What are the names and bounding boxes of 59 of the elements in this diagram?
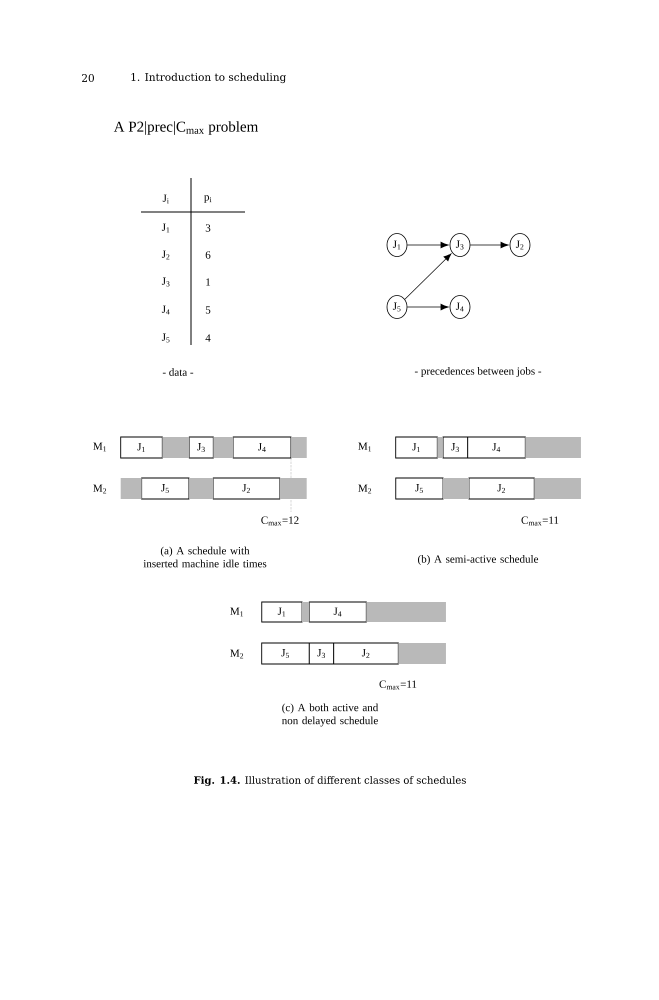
idle-time-block [291,437,307,458]
arrow [407,304,449,310]
table-cell: J$_{2}$ [162,250,170,260]
panel-label: - precedences between jobs - [414,367,542,377]
job-box: J$_{1}$ [261,602,302,622]
idle-time-block [213,437,234,458]
job-box: J$_{5}$ [395,478,444,500]
job-box: J$_{3}$ [188,436,214,458]
figure-caption: Fig. 1.4. Illustration of different classes of schedules [194,776,466,786]
job-box: J$_{4}$ [232,436,292,458]
table-cell: J$_{5}$ [162,334,170,342]
table-header: p$_{i}$ [204,195,212,203]
job-box: J$_{4}$ [308,602,367,622]
table-cell: 3 [206,224,210,232]
machine-label: M$_{1}$ [230,608,244,616]
table-cell: J$_{4}$ [162,306,170,314]
idle-time-block [162,437,190,458]
table-cell: 6 [206,251,210,259]
idle-time-block [534,478,581,499]
job-box: J$_{5}$ [261,642,310,664]
job-box: J$_{2}$ [468,478,535,500]
table-cell: 5 [206,306,210,314]
schedule-caption: (b) A semi-active schedule [418,555,538,565]
idle-time-block [120,478,142,499]
schedule-caption: (a) A schedule with inserted machine idle times [144,546,266,568]
job-box: J$_{1}$ [120,436,163,458]
idle-time-block [443,478,469,499]
job-box: J$_{3}$ [308,642,334,664]
title: A P2|prec|C$_{max}$ problem [114,121,258,135]
machine-label: M$_{1}$ [93,442,106,452]
idle-time-block [437,437,443,458]
machine-label: M$_{2}$ [93,484,106,494]
idle-time-block [280,478,307,499]
table-cell: 1 [206,278,210,286]
makespan-label: C$_{max}$=11 [380,680,416,690]
machine-label: M$_{2}$ [230,650,244,658]
running-head: 1. Introduction to scheduling [131,72,286,84]
job-box: J$_{1}$ [395,436,438,458]
table-header: J$_{i}$ [162,194,169,204]
job-box: J$_{3}$ [442,436,468,458]
arrow [404,253,452,300]
arrow [407,242,449,248]
table-cell: J$_{1}$ [162,224,170,232]
machine-label: M$_{1}$ [358,442,372,452]
job-box: J$_{2}$ [212,478,280,500]
makespan-label: C$_{max}$=11 [522,516,558,526]
table-cell: 4 [205,334,211,342]
page-number: 20 [82,74,94,82]
table-cell: J$_{3}$ [162,278,170,286]
panel-label: - data - [162,368,194,376]
idle-time-block [398,643,446,664]
idle-time-block [189,478,214,499]
idle-time-block [525,437,581,458]
job-box: J$_{5}$ [141,478,190,500]
makespan-label: C$_{max}$=12 [261,516,299,526]
idle-time-block [366,602,446,622]
machine-label: M$_{2}$ [358,484,372,494]
arrow [470,242,509,248]
schedule-caption: (c) A both active and non delayed schedule [282,704,378,726]
